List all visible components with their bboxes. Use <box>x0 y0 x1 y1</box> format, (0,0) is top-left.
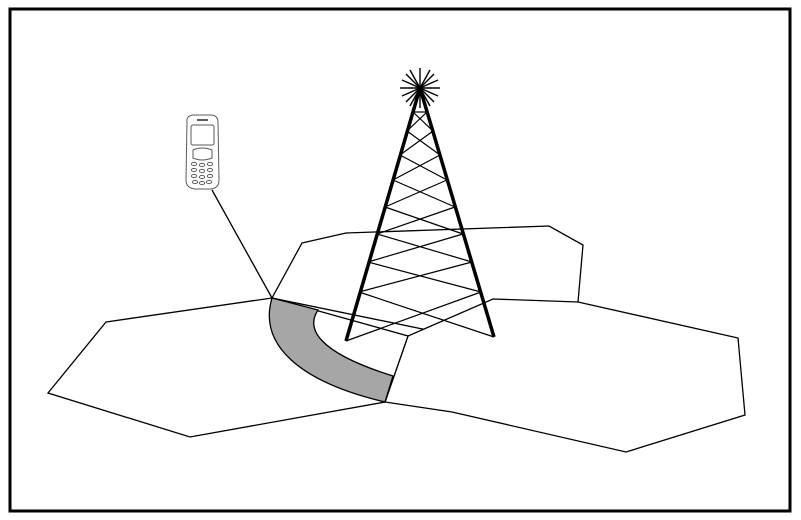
phone-nav-button <box>192 147 213 161</box>
phone-link-line <box>211 189 273 299</box>
antenna-star-icon <box>400 68 440 108</box>
handover-region-band <box>268 297 394 403</box>
transmission-tower <box>344 68 496 342</box>
tower-right-leg <box>418 87 496 338</box>
tower-bracing <box>345 111 495 342</box>
phone-earpiece <box>197 119 208 121</box>
phone-screen <box>190 124 215 146</box>
phone-keypad <box>190 161 214 186</box>
mobile-phone-icon <box>185 114 220 190</box>
